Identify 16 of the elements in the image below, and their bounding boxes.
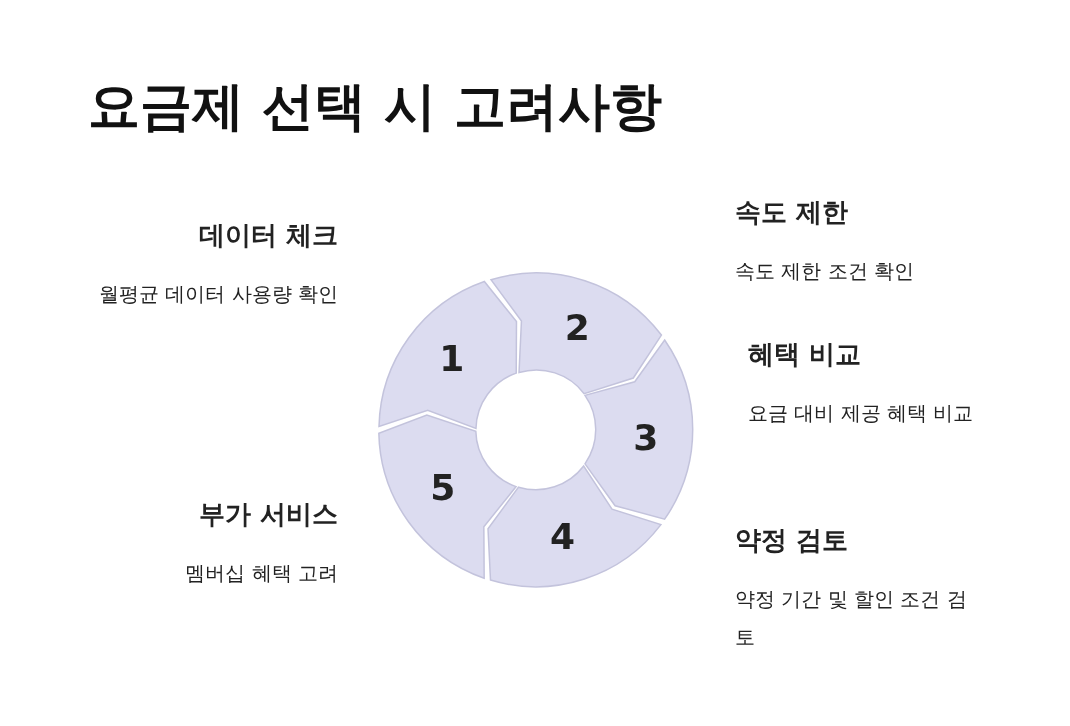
step-description: 월평균 데이터 사용량 확인	[97, 281, 338, 308]
step-description: 약정 기간 및 할인 조건 검토	[735, 586, 968, 651]
step-number: 2	[564, 310, 590, 346]
step-number: 1	[439, 341, 465, 378]
step-number: 4	[550, 518, 576, 555]
step-description: 속도 제한 조건 확인	[735, 258, 916, 285]
title: 요금제 선택 시 고려사항	[88, 75, 663, 138]
step-heading: 약정 검토	[735, 524, 850, 557]
step-heading: 부가 서비스	[197, 498, 338, 531]
step-heading: 속도 제한	[735, 196, 850, 229]
step-heading: 데이터 체크	[197, 219, 338, 252]
step-number: 5	[430, 470, 456, 507]
step-description: 멤버십 혜택 고려	[184, 560, 338, 587]
step-heading: 혜택 비교	[748, 338, 863, 371]
step-number: 3	[633, 419, 659, 456]
step-description: 요금 대비 제공 혜택 비교	[748, 400, 975, 427]
